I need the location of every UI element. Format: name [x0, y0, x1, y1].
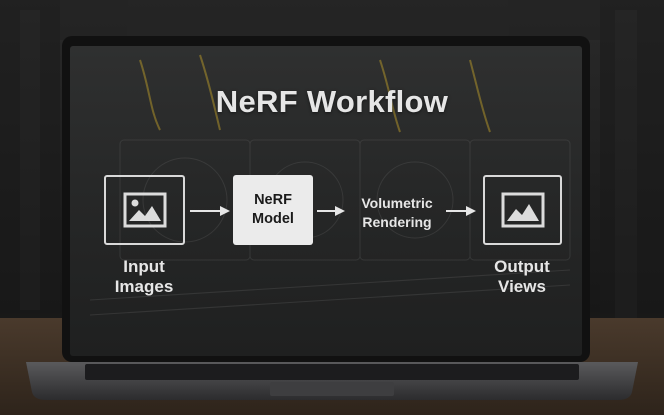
input-label-line1: Input [123, 257, 165, 276]
input-label-line2: Images [114, 277, 174, 296]
input-images-node [104, 175, 185, 245]
diagram-title: NeRF Workflow [215, 84, 449, 119]
output-views-node [483, 175, 562, 245]
image-icon [501, 192, 544, 228]
rendering-label-line1: Volumetric [361, 195, 433, 211]
image-icon [123, 192, 166, 228]
output-views-label: Output Views [472, 257, 572, 297]
nerf-model-label-line1: NeRF [254, 192, 292, 208]
nerf-model-node: NeRF Model [233, 175, 313, 245]
output-label-line1: Output [494, 257, 550, 276]
arrowhead-rendering-to-output [466, 206, 476, 216]
rendering-label-line2: Rendering [362, 214, 432, 230]
arrowhead-model-to-rendering [335, 206, 345, 216]
arrowhead-input-to-model [220, 206, 230, 216]
nerf-model-label-line2: Model [252, 211, 294, 227]
input-images-label: Input Images [94, 257, 194, 297]
output-label-line2: Views [498, 277, 546, 296]
volumetric-rendering-step: Volumetric Rendering [346, 194, 448, 232]
